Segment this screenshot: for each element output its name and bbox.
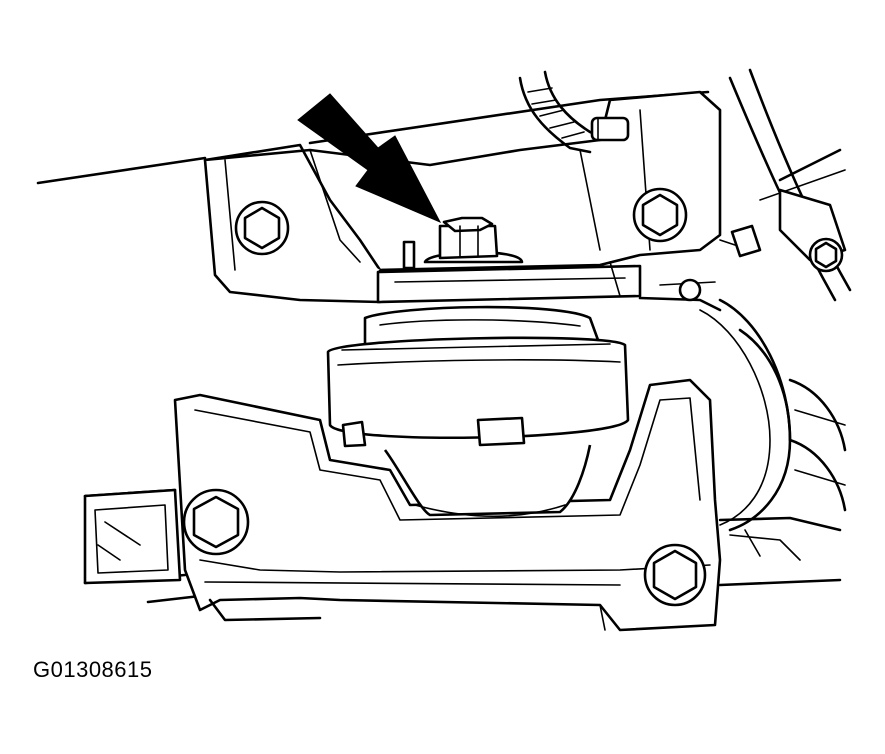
figure-id-label: G01308615 <box>33 657 153 682</box>
hex-bolt-icon-far-right <box>808 237 844 273</box>
engine-mount <box>326 305 630 517</box>
hex-bolt-icon-upper-left <box>234 200 290 256</box>
hex-bolt-icon-indicated <box>402 216 524 270</box>
wire-harness <box>518 70 630 154</box>
frame-detail-left <box>83 488 182 585</box>
arrow-icon <box>297 93 442 224</box>
hex-bolt-icon-upper-right <box>632 187 688 243</box>
hex-bolt-icon-lower-right <box>643 543 707 607</box>
hex-bolt-icon-lower-left <box>182 488 250 556</box>
